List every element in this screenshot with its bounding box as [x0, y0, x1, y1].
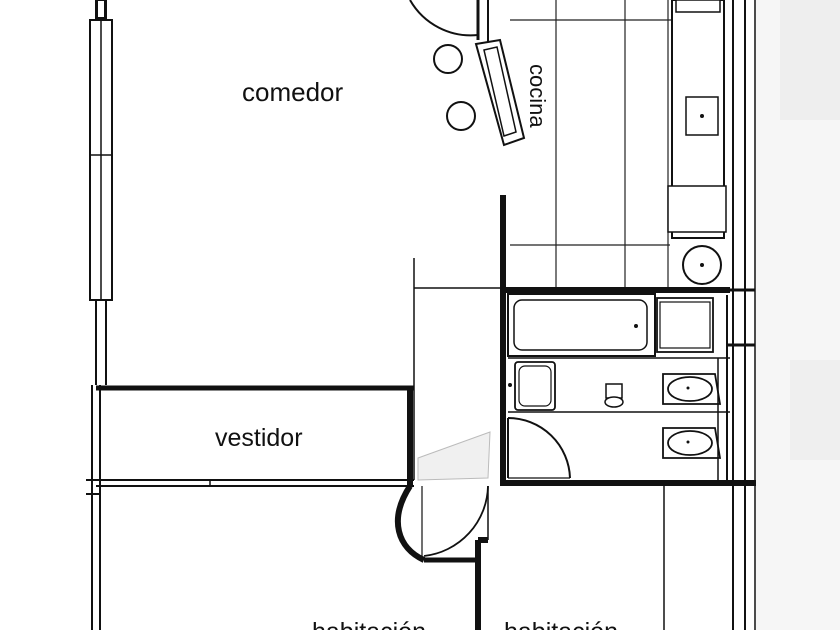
- vestidor-walls: [86, 385, 414, 630]
- right-exterior-wall: [727, 0, 756, 630]
- bathroom-door: [507, 417, 571, 479]
- label-habitacion-left: habitación: [312, 618, 426, 630]
- bathroom: [507, 293, 730, 482]
- interior-walls: [413, 195, 756, 630]
- kitchen-counter: [667, 0, 727, 285]
- faint-overlay-block: [780, 0, 840, 120]
- stool: [433, 44, 463, 74]
- door-shadow: [417, 431, 491, 481]
- label-habitacion-right: habitación: [504, 618, 618, 630]
- label-comedor: comedor: [242, 77, 343, 107]
- kitchen-island: [474, 38, 526, 147]
- stove: [667, 185, 727, 233]
- stool: [446, 101, 476, 131]
- label-cocina: cocina: [525, 64, 550, 128]
- faucet: [605, 383, 623, 399]
- label-vestidor: vestidor: [215, 424, 303, 452]
- faint-overlay-block: [790, 360, 840, 460]
- kitchen-tiles: [510, 0, 672, 288]
- kitchen-door-and-island: [409, 0, 526, 147]
- left-exterior-wall: [89, 0, 113, 385]
- bedroom-doors: [394, 431, 491, 563]
